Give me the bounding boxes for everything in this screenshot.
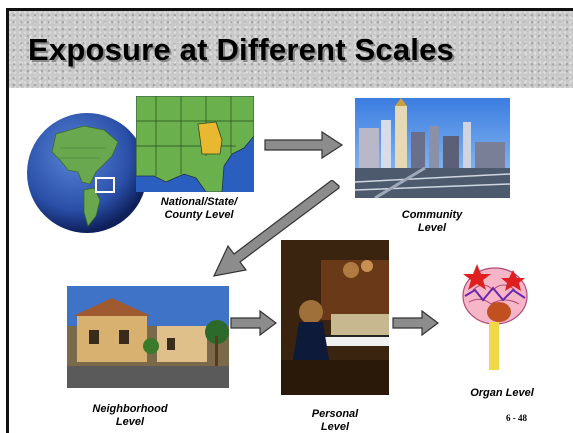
arrow-right-2 — [230, 310, 277, 336]
arrow-right-3 — [392, 310, 439, 336]
slide-title: Exposure at Different Scales — [28, 32, 454, 67]
us-map-image — [136, 96, 254, 192]
label-personal: Personal Level — [311, 408, 359, 433]
arrow-diagonal — [212, 180, 340, 277]
left-border-rule — [6, 88, 9, 433]
girl-piano-image — [281, 240, 389, 395]
label-neighborhood: Neighborhood Level — [92, 403, 168, 428]
page-number: 6 - 48 — [506, 413, 527, 423]
neighborhood-image — [67, 286, 229, 388]
label-national: National/State/ County Level — [160, 196, 238, 221]
brain-clipart — [462, 264, 528, 370]
globe-image — [27, 113, 147, 233]
label-community: Community Level — [401, 209, 463, 234]
label-organ: Organ Level — [470, 387, 534, 399]
title-bar — [6, 8, 573, 88]
arrow-right-1 — [264, 130, 344, 160]
city-skyline-image — [355, 98, 510, 198]
